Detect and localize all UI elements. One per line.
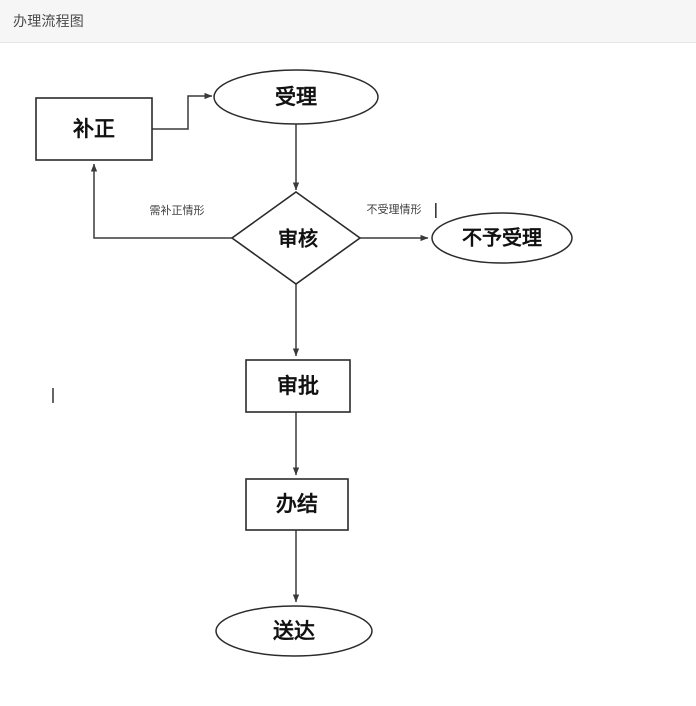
flowchart-svg: 补正 受理 审核 不予受理 审批 [35,69,573,657]
node-shenhe[interactable]: 审核 [230,191,362,285]
node-shenpi-shape [245,359,351,413]
node-buyushouli-shape [431,212,573,264]
text-caret-icon-left [52,388,54,403]
node-shouli-shape [213,69,379,125]
node-songda-label: 送达 [273,619,315,643]
node-banjie-label: 办结 [276,492,318,516]
edge-shenhe-to-buzheng [90,163,232,239]
node-shenhe-shape [230,191,362,285]
node-banjie-shape [245,478,349,531]
node-buzheng[interactable]: 补正 [35,97,153,161]
node-shenpi[interactable]: 审批 [245,359,351,413]
node-buyushouli-label: 不予受理 [462,226,542,250]
node-banjie[interactable]: 办结 [245,478,349,531]
node-songda[interactable]: 送达 [215,605,373,657]
node-songda-shape [215,605,373,657]
node-shouli[interactable]: 受理 [213,69,379,125]
node-buzheng-label: 补正 [72,117,115,141]
node-shenhe-label: 审核 [278,227,318,251]
edge-group [90,92,429,603]
edge-label-need-correction: 需补正情形 [150,204,205,217]
node-buyushouli[interactable]: 不予受理 [431,212,573,264]
edge-buzheng-to-shouli [152,92,213,130]
node-shouli-label: 受理 [275,85,317,109]
edge-label-not-accepted: 不受理情形 [367,203,422,216]
flowchart-canvas: 补正 受理 审核 不予受理 审批 [0,44,696,706]
node-buzheng-shape [35,97,153,161]
text-caret-icon-right [435,203,437,218]
node-shenpi-label: 审批 [277,374,319,398]
page-title: 办理流程图 [13,13,84,29]
page-header: 办理流程图 [0,0,696,43]
